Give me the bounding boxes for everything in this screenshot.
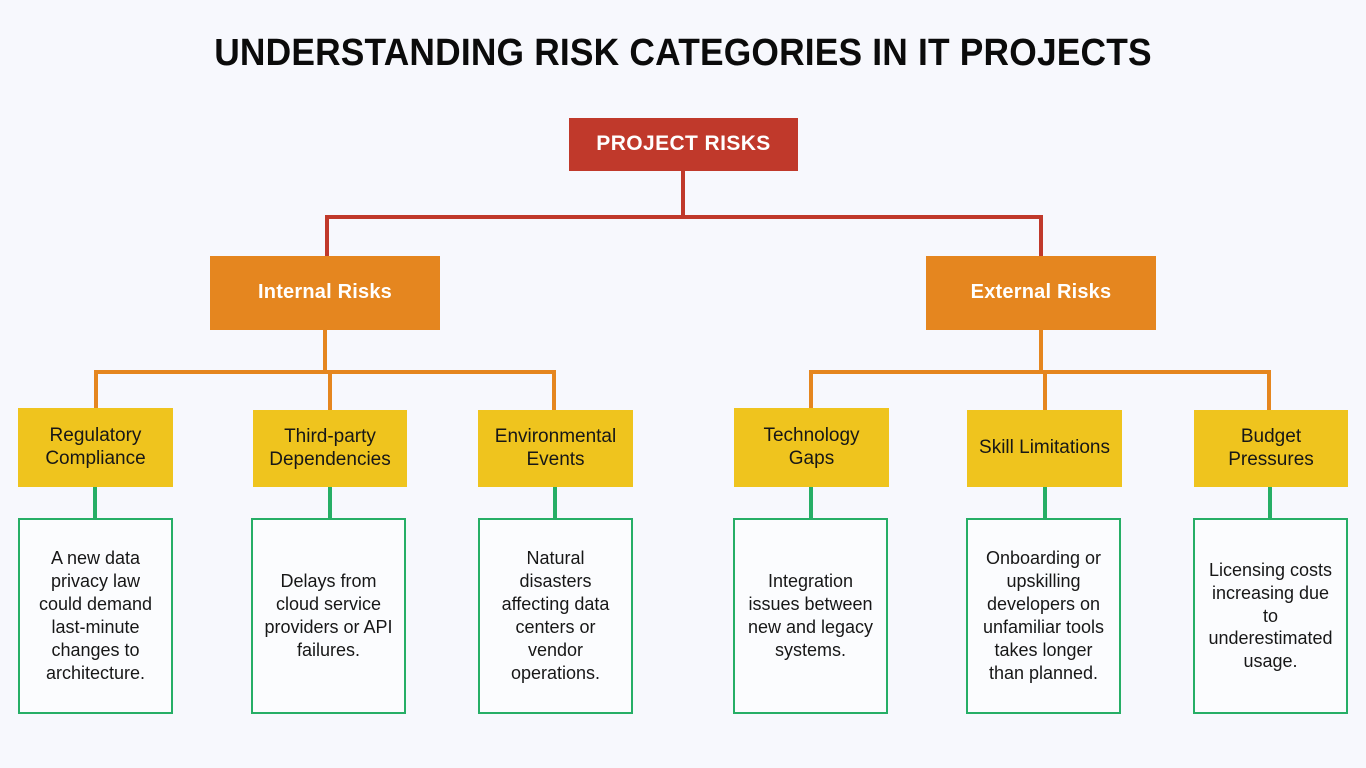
- node-example-skill[interactable]: Onboarding or upskilling developers on u…: [966, 518, 1121, 714]
- connector-external-to-technology: [809, 370, 813, 410]
- node-skill-limitations[interactable]: Skill Limitations: [967, 410, 1122, 487]
- node-environmental-events-line1: Environmental: [494, 426, 617, 448]
- node-example-technology[interactable]: Integration issues between new and legac…: [733, 518, 888, 714]
- node-example-environmental-text: Natural disasters affecting data centers…: [501, 548, 610, 683]
- connector-root-bus: [325, 215, 1043, 219]
- node-project-risks-label: PROJECT RISKS: [596, 132, 771, 156]
- node-example-thirdparty-text: Delays from cloud service providers or A…: [264, 571, 393, 660]
- node-third-party-dependencies-line2: Dependencies: [269, 448, 391, 470]
- connector-internal-to-regulatory: [94, 370, 98, 410]
- node-internal-risks-label: Internal Risks: [258, 281, 392, 304]
- node-example-regulatory[interactable]: A new data privacy law could demand last…: [18, 518, 173, 714]
- connector-root-to-external: [1039, 215, 1043, 257]
- node-budget-pressures[interactable]: Budget Pressures: [1194, 410, 1348, 487]
- node-regulatory-compliance[interactable]: Regulatory Compliance: [18, 408, 173, 487]
- node-example-skill-text: Onboarding or upskilling developers on u…: [982, 548, 1105, 683]
- node-external-risks[interactable]: External Risks: [926, 256, 1156, 330]
- node-regulatory-compliance-line1: Regulatory: [49, 425, 142, 447]
- connector-environmental-to-example: [553, 487, 557, 520]
- connector-internal-to-thirdparty: [328, 370, 332, 410]
- connector-budget-to-example: [1268, 487, 1272, 520]
- connector-regulatory-to-example: [93, 487, 97, 520]
- node-example-budget-text: Licensing costs increasing due to undere…: [1208, 559, 1333, 672]
- node-external-risks-label: External Risks: [970, 281, 1112, 304]
- connector-internal-bus: [94, 370, 556, 374]
- node-skill-limitations-line2: Limitations: [1019, 437, 1110, 459]
- node-project-risks[interactable]: PROJECT RISKS: [569, 118, 798, 171]
- page-title: UNDERSTANDING RISK CATEGORIES IN IT PROJ…: [214, 32, 1152, 74]
- connector-technology-to-example: [809, 487, 813, 520]
- node-budget-pressures-line1: Budget: [1240, 426, 1302, 448]
- node-regulatory-compliance-line2: Compliance: [45, 447, 146, 469]
- node-example-environmental[interactable]: Natural disasters affecting data centers…: [478, 518, 633, 714]
- node-example-technology-text: Integration issues between new and legac…: [747, 571, 874, 660]
- connector-thirdparty-to-example: [328, 487, 332, 520]
- connector-internal-to-environmental: [552, 370, 556, 410]
- node-example-regulatory-text: A new data privacy law could demand last…: [38, 548, 153, 683]
- connector-external-bus: [809, 370, 1271, 374]
- node-technology-gaps-line1: Technology: [763, 425, 860, 447]
- node-internal-risks[interactable]: Internal Risks: [210, 256, 440, 330]
- node-budget-pressures-line2: Pressures: [1228, 448, 1314, 470]
- node-third-party-dependencies-line1: Third-party: [284, 426, 376, 448]
- connector-root-stem: [681, 171, 685, 217]
- node-environmental-events-line2: Events: [526, 448, 585, 470]
- node-example-budget[interactable]: Licensing costs increasing due to undere…: [1193, 518, 1348, 714]
- node-environmental-events[interactable]: Environmental Events: [478, 410, 633, 487]
- connector-internal-stem: [323, 330, 327, 372]
- node-technology-gaps-line2: Gaps: [788, 447, 835, 469]
- node-example-thirdparty[interactable]: Delays from cloud service providers or A…: [251, 518, 406, 714]
- node-skill-limitations-line1: Skill: [979, 437, 1014, 459]
- connector-root-to-internal: [325, 215, 329, 257]
- connector-skill-to-example: [1043, 487, 1047, 520]
- node-technology-gaps[interactable]: Technology Gaps: [734, 408, 889, 487]
- connector-external-to-budget: [1267, 370, 1271, 410]
- connector-external-stem: [1039, 330, 1043, 372]
- connector-external-to-skill: [1043, 370, 1047, 410]
- node-third-party-dependencies[interactable]: Third-party Dependencies: [253, 410, 407, 487]
